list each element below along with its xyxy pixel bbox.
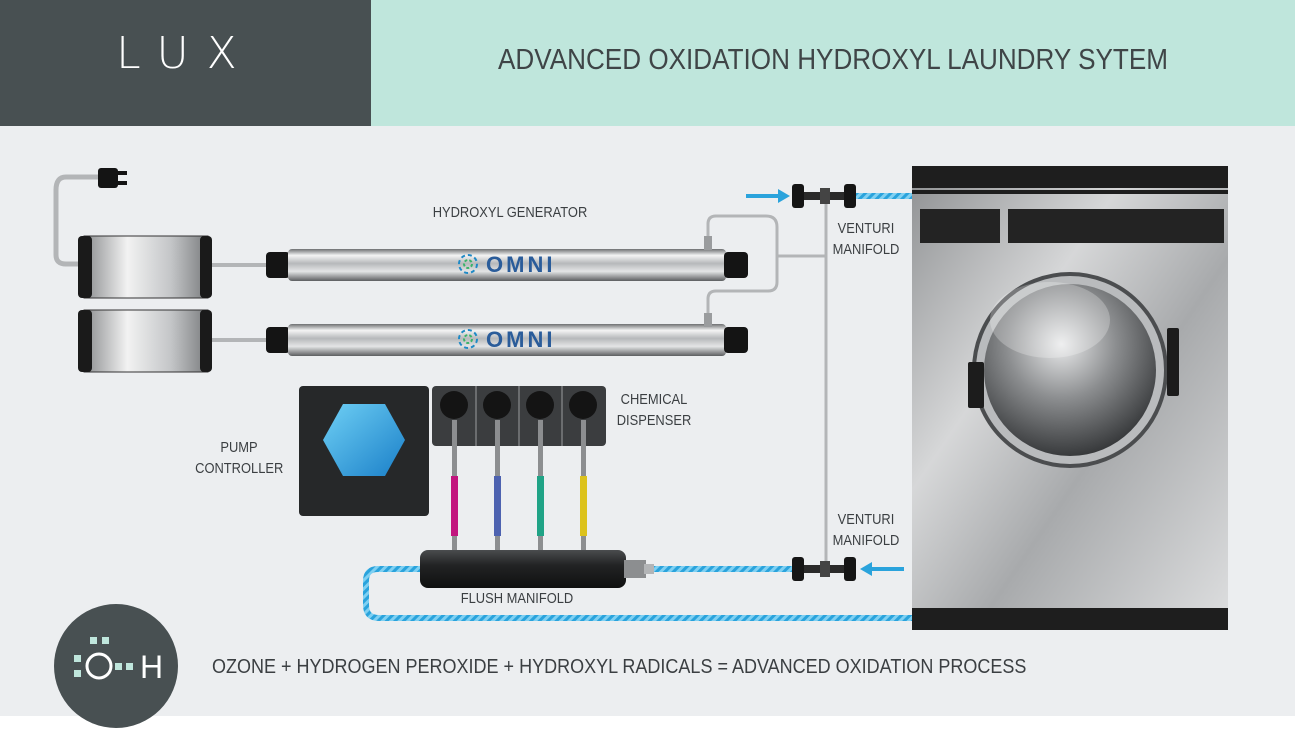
venturi-manifold-bottom: [792, 557, 856, 581]
power-plug-icon: [98, 168, 127, 188]
footer-equation: OZONE + HYDROGEN PEROXIDE + HYDROXYL RAD…: [212, 656, 1027, 678]
generator-port-bottom: [704, 313, 712, 327]
label-chemical-line2: DISPENSER: [616, 412, 692, 429]
generator-port-top: [704, 236, 712, 250]
water-flow-arrow-icon: [746, 189, 790, 203]
chemical-dispenser: [432, 386, 606, 446]
omni-logo-icon: [458, 254, 478, 274]
washing-machine: [912, 166, 1228, 630]
title-panel: [371, 0, 1295, 126]
svg-text:H: H: [140, 649, 163, 685]
brand-panel: [0, 0, 371, 126]
chemical-tubes: [451, 420, 587, 552]
label-venturi-bottom-line2: MANIFOLD: [832, 532, 900, 549]
label-pump-line2: CONTROLLER: [195, 460, 284, 477]
ballast-unit-top: [78, 235, 212, 299]
omni-label-top: OMNI: [486, 252, 555, 277]
hydroxyl-generator-top: [266, 249, 748, 281]
page-title: ADVANCED OXIDATION HYDROXYL LAUNDRY SYTE…: [497, 44, 1169, 76]
label-venturi-bottom-line1: VENTURI: [837, 511, 895, 528]
water-hose-flush-to-washer: [363, 566, 912, 621]
label-chemical-dispenser: CHEMICAL DISPENSER: [613, 389, 696, 431]
power-cord: [53, 174, 100, 267]
label-flush-manifold: FLUSH MANIFOLD: [460, 590, 574, 607]
label-chemical-line1: CHEMICAL: [620, 391, 688, 408]
hydroxyl-generator-bottom: [266, 324, 748, 356]
pump-controller: [299, 386, 429, 516]
label-pump-controller: PUMP CONTROLLER: [195, 437, 283, 479]
label-pump-line1: PUMP: [220, 439, 258, 456]
flush-manifold: [420, 550, 654, 588]
ballast-unit-bottom: [78, 309, 212, 373]
venturi-manifold-top: [792, 184, 856, 208]
brand-logo: LUX: [116, 28, 255, 79]
water-flow-arrow-icon: [860, 562, 904, 576]
omni-label-bottom: OMNI: [486, 327, 555, 352]
label-venturi-top-line2: MANIFOLD: [832, 241, 900, 258]
label-venturi-bottom: VENTURI MANIFOLD: [825, 509, 908, 551]
hydroxyl-badge-icon: H: [54, 604, 178, 728]
label-venturi-top-line1: VENTURI: [837, 220, 895, 237]
gas-lines: [706, 200, 828, 568]
label-hydroxyl-generator: HYDROXYL GENERATOR: [432, 204, 588, 221]
omni-logo-icon: [458, 329, 478, 349]
label-venturi-top: VENTURI MANIFOLD: [825, 218, 908, 260]
